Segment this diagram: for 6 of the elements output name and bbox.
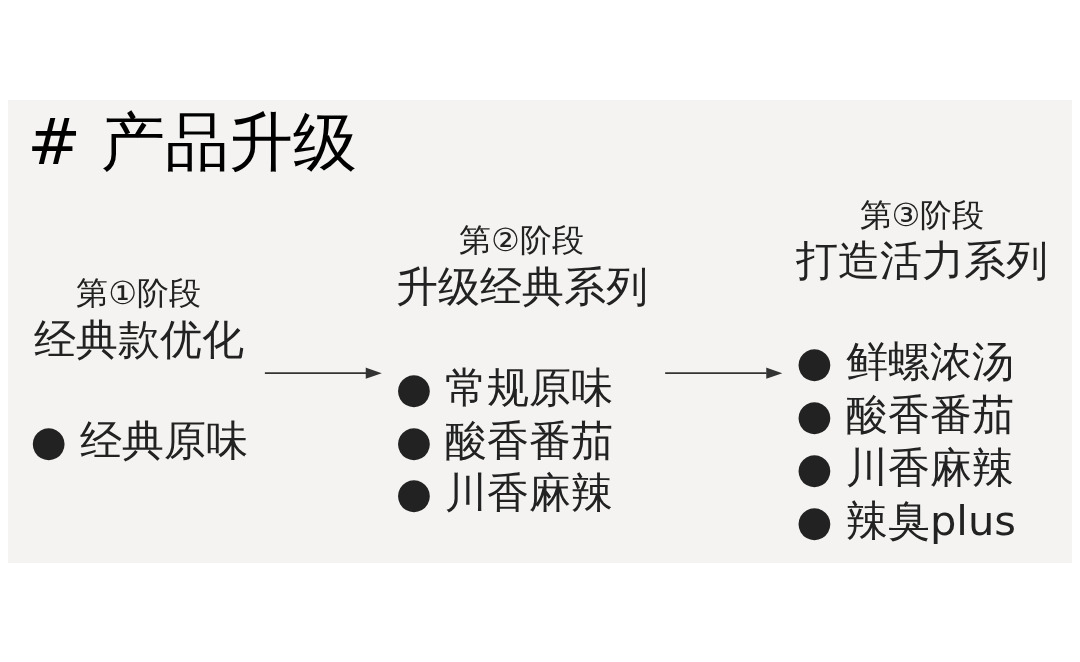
node-text: 第③阶段 打造活力系列 ● 鲜螺浓汤 ● 酸香番茄 ● 川香麻辣 ● 辣臭plus: [796, 195, 1049, 545]
node-text: 第②阶段 升级经典系列 ● 常规原味 ● 酸香番茄 ● 川香麻辣: [395, 220, 648, 517]
arrow: [664, 367, 783, 379]
diagram-title: # 产品升级: [27, 104, 358, 179]
node-text: 第①阶段 经典款优化 ● 经典原味: [30, 273, 249, 465]
arrow: [264, 367, 382, 379]
